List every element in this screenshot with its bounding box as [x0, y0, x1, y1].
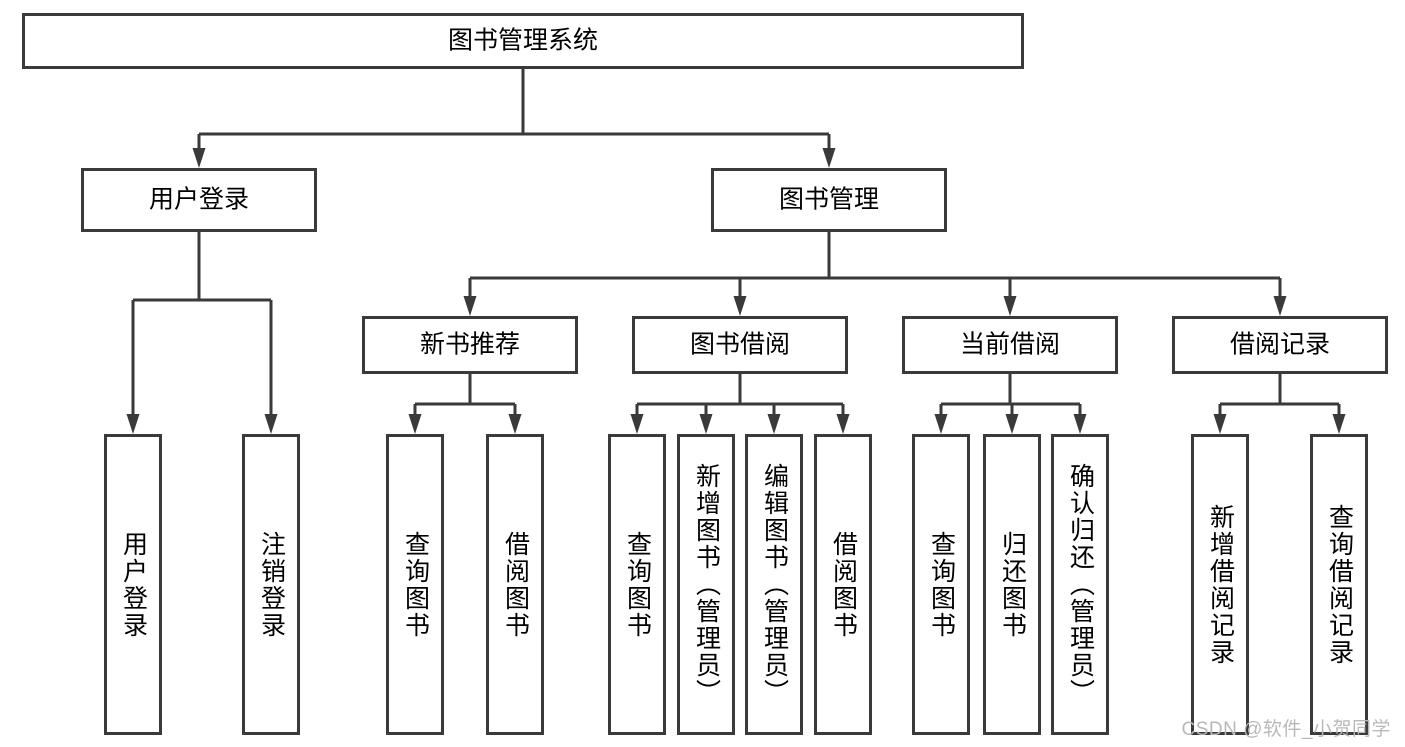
node-box[interactable]	[386, 434, 444, 735]
node-label: 当前借阅	[960, 331, 1060, 359]
arrow-head-icon	[934, 414, 948, 434]
arrow-head-icon	[733, 296, 747, 316]
node-box[interactable]	[814, 434, 872, 735]
node-box[interactable]	[486, 434, 544, 735]
node-box[interactable]	[745, 434, 803, 735]
arrow-head-icon	[408, 414, 422, 434]
node-box[interactable]	[632, 316, 848, 374]
node-box[interactable]	[677, 434, 735, 735]
node-box[interactable]	[242, 434, 300, 735]
arrow-head-icon	[192, 148, 206, 168]
node-current-borrow[interactable]: 当前借阅	[902, 316, 1118, 374]
arrow-head-icon	[1073, 414, 1087, 434]
arrow-head-icon	[508, 414, 522, 434]
arrow-head-icon	[767, 414, 781, 434]
node-box[interactable]	[104, 434, 162, 735]
node-borrow-record[interactable]: 借阅记录	[1172, 316, 1388, 374]
node-leaf-query-book-1[interactable]	[386, 434, 444, 735]
node-new-book-recommend[interactable]: 新书推荐	[362, 316, 578, 374]
node-leaf-borrow-book-2[interactable]	[814, 434, 872, 735]
node-book-manage[interactable]: 图书管理	[711, 168, 947, 232]
node-leaf-return-book[interactable]	[983, 434, 1041, 735]
node-leaf-query-book-3[interactable]	[912, 434, 970, 735]
node-label: 图书借阅	[690, 331, 790, 359]
node-leaf-query-book-2[interactable]	[608, 434, 666, 735]
node-leaf-user-login[interactable]	[104, 434, 162, 735]
arrow-head-icon	[630, 414, 644, 434]
node-label: 新书推荐	[420, 331, 520, 359]
node-box[interactable]	[1172, 316, 1388, 374]
arrow-head-icon	[1273, 296, 1287, 316]
arrow-head-icon	[264, 414, 278, 434]
node-leaf-edit-book-admin[interactable]	[745, 434, 803, 735]
watermark-text: CSDN @软件_小贺同学	[1181, 719, 1391, 740]
node-box[interactable]	[1051, 434, 1109, 735]
node-box[interactable]	[1191, 434, 1249, 735]
node-label: 图书管理系统	[448, 27, 598, 55]
node-label: 用户登录	[149, 186, 249, 214]
node-leaf-add-book-admin[interactable]	[677, 434, 735, 735]
node-box[interactable]	[902, 316, 1118, 374]
node-box[interactable]	[1310, 434, 1368, 735]
arrow-head-icon	[1003, 296, 1017, 316]
node-box[interactable]	[983, 434, 1041, 735]
node-leaf-add-borrow-record[interactable]	[1191, 434, 1249, 735]
arrow-head-icon	[822, 148, 836, 168]
node-box[interactable]	[81, 168, 317, 232]
node-box[interactable]	[22, 13, 1024, 69]
node-leaf-confirm-return-admin[interactable]	[1051, 434, 1109, 735]
edges-layer	[126, 69, 1346, 434]
node-box[interactable]	[711, 168, 947, 232]
node-box[interactable]	[362, 316, 578, 374]
arrow-head-icon	[463, 296, 477, 316]
arrow-head-icon	[126, 414, 140, 434]
node-label: 借阅记录	[1230, 331, 1330, 359]
node-leaf-user-logout[interactable]	[242, 434, 300, 735]
arrow-head-icon	[699, 414, 713, 434]
node-leaf-query-borrow-record[interactable]	[1310, 434, 1368, 735]
node-root[interactable]: 图书管理系统	[22, 13, 1024, 69]
node-box[interactable]	[912, 434, 970, 735]
arrow-head-icon	[1332, 414, 1346, 434]
arrow-head-icon	[836, 414, 850, 434]
node-box[interactable]	[608, 434, 666, 735]
arrow-head-icon	[1213, 414, 1227, 434]
node-leaf-borrow-book-1[interactable]	[486, 434, 544, 735]
node-book-borrow[interactable]: 图书借阅	[632, 316, 848, 374]
arrow-head-icon	[1005, 414, 1019, 434]
node-label: 图书管理	[779, 186, 879, 214]
node-user-login[interactable]: 用户登录	[81, 168, 317, 232]
